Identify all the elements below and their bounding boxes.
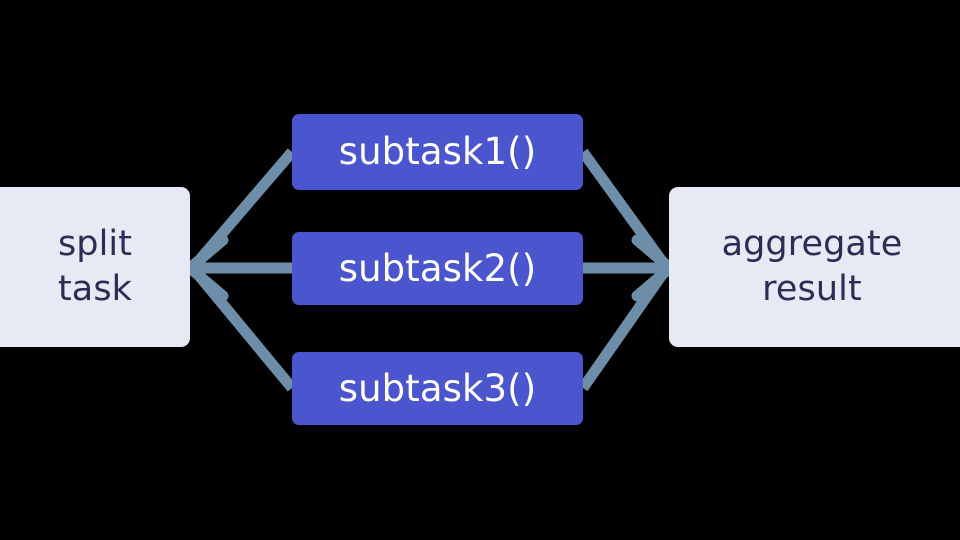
node-subtask1-label: subtask1() [338, 130, 537, 174]
node-split-task-label: split task [57, 224, 133, 309]
node-aggregate-result-label: aggregate result [721, 224, 903, 309]
node-aggregate-result[interactable]: aggregate result [669, 187, 960, 347]
node-split-task[interactable]: split task [0, 187, 190, 347]
arrowhead-left-icon [184, 234, 229, 302]
node-subtask3-label: subtask3() [338, 366, 537, 410]
node-subtask2[interactable]: subtask2() [292, 232, 583, 305]
node-subtask1[interactable]: subtask1() [292, 114, 583, 190]
node-subtask2-label: subtask2() [338, 246, 537, 290]
node-subtask3[interactable]: subtask3() [292, 352, 583, 425]
